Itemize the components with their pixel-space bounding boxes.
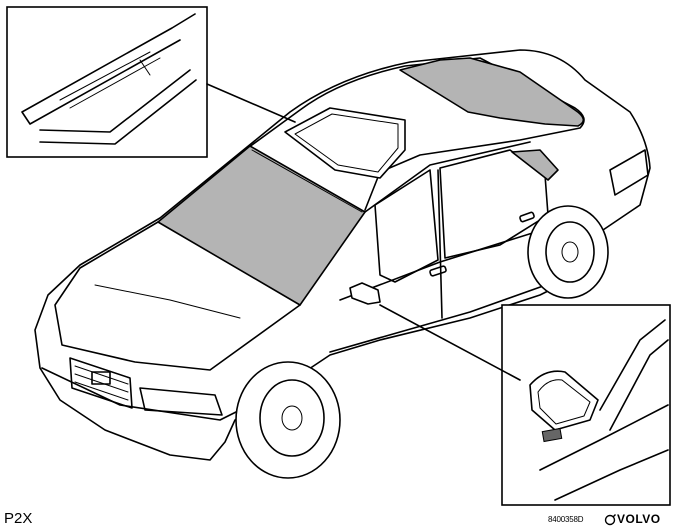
headlight [139,387,223,416]
tail-light [609,149,649,196]
door-handle-front [429,265,447,277]
inset-top-left-blade [21,13,196,125]
model-label: P2X [4,510,33,527]
inset-door-pillar [599,319,669,431]
rear-quarter-glass [511,149,559,181]
windshield-top-trim [251,149,363,213]
inset-mirror-sensor [541,427,563,443]
car-illustration [34,49,651,479]
grille-emblem [91,371,111,385]
sunroof-inner [294,113,399,173]
inset-wiper-detail [6,6,296,158]
roof-line [244,57,585,211]
inset-mirror-detail [379,304,671,506]
car-body-outline [34,49,651,461]
inset-top-left-arm [59,51,161,109]
front-wheel-rim [259,379,325,457]
a-pillar [364,141,531,213]
hood-crease [94,284,241,319]
sunroof [284,107,406,179]
lower-sill [329,279,561,353]
door-handle-rear [519,211,535,223]
inset-top-left-frame-edge [39,69,197,145]
front-bumper [41,367,241,421]
front-wheel-hub [281,405,303,431]
callout-line-bottom [379,304,521,381]
reference-code: 8400358D [548,515,584,524]
door-split [437,169,443,319]
inset-mirror-glass [537,379,591,425]
inset-door-panel [539,404,669,501]
callout-line-top [206,83,296,123]
grille-slats [74,365,129,401]
side-mirror [349,282,381,305]
rear-wheel-rim [545,221,595,283]
hood-line [54,221,301,371]
rear-wheel-hub [561,241,579,263]
inset-top-left-frame [6,6,208,158]
brand-logo-text: VOLVO [617,512,661,526]
volvo-logo-icon [604,514,616,526]
rear-window-glass [399,57,585,127]
